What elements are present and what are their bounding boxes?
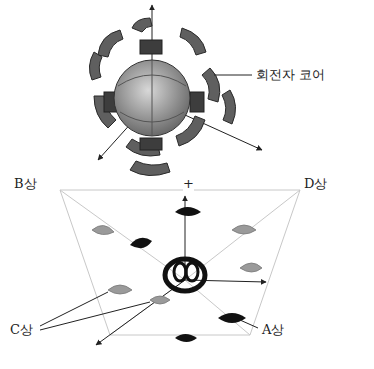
phase-label: A상: [262, 322, 284, 338]
phase-label: B상: [14, 176, 37, 192]
part-label: 회전자 코어: [256, 67, 325, 83]
phase-label: C상: [10, 322, 33, 338]
axis-mark: +: [183, 176, 194, 192]
phase-label: D상: [304, 176, 327, 192]
